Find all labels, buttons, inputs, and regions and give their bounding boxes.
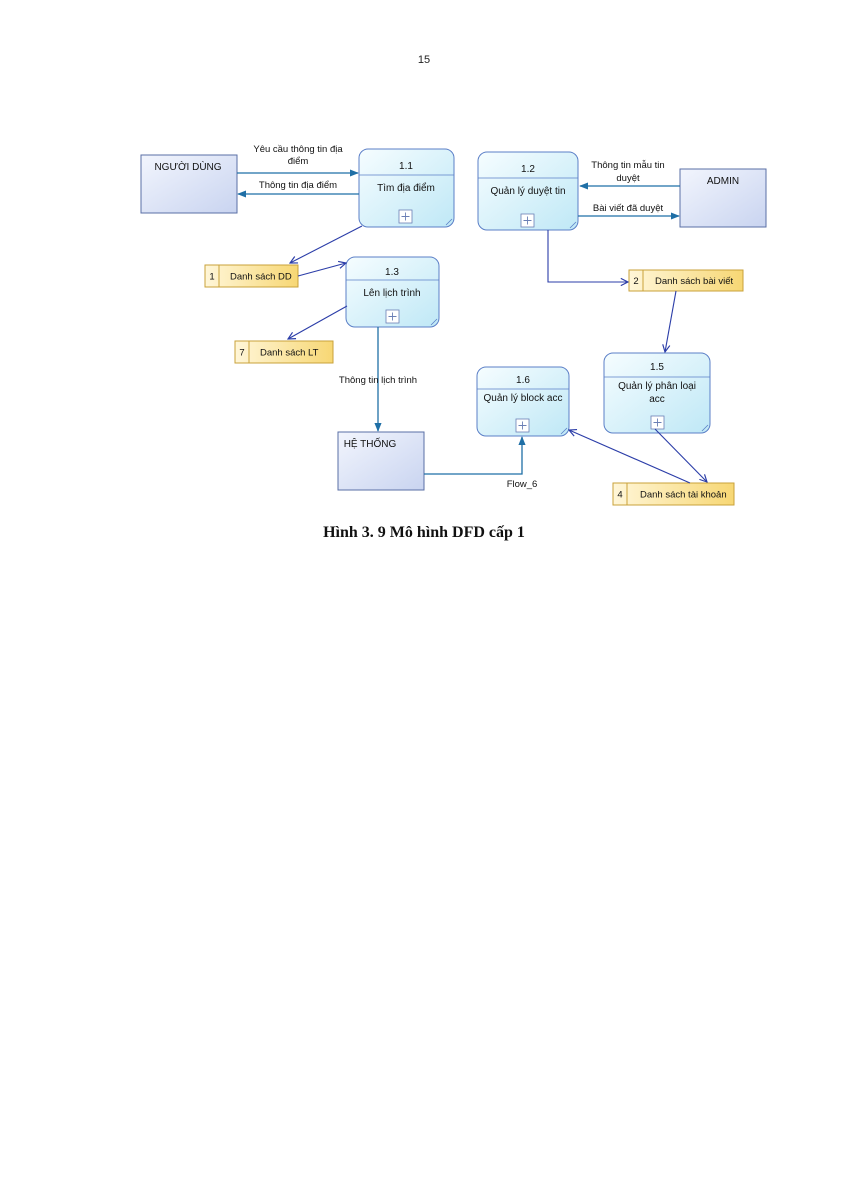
expand-icon[interactable] [520,213,535,228]
process-1-1: 1.1 Tìm địa điểm [358,148,455,228]
dfd-level-1-diagram: NGƯỜI DÙNG ADMIN HỆ THỐNG 1.1 Tìm địa đi… [140,144,767,506]
process-1-5-id: 1.5 [650,362,664,373]
flow-request-label-line1: Yêu cầu thông tin địa [253,144,343,155]
flow-request-location-info: Yêu cầu thông tin địa điểm [237,144,359,177]
flow-6: Flow_6 [424,436,538,490]
process-1-5-name-line1: Quản lý phân loại [618,381,696,392]
page-number: 15 [417,54,431,66]
process-1-2-name: Quản lý duyệt tin [490,186,565,197]
flow-template-label-line2: duyệt [616,173,640,184]
process-1-2-id: 1.2 [521,164,535,175]
process-1-5-name-line2: acc [649,394,665,405]
process-1-1-name: Tìm địa điểm [377,182,435,194]
process-1-2: 1.2 Quản lý duyệt tin [477,151,579,231]
entity-admin: ADMIN [679,168,767,228]
flow-schedule-info-label: Thông tin lịch trình [339,375,417,386]
entity-nguoi-dung: NGƯỜI DÙNG [140,154,238,214]
flow-request-label-line2: điểm [288,156,309,167]
flow-template-label-line1: Thông tin mẫu tin [591,160,664,171]
flow-approved-posts: Bài viết đã duyệt [578,203,680,220]
store-4-id: 4 [617,490,622,501]
process-1-6-name: Quản lý block acc [484,393,563,404]
store-7: 7 Danh sách LT [234,340,334,364]
expand-icon[interactable] [398,209,413,224]
flow-store4-to-p16 [569,430,691,484]
flow-p12-to-store2 [547,230,628,282]
entity-he-thong: HỆ THỐNG [337,431,425,491]
process-1-3-name: Lên lịch trình [363,288,420,299]
process-1-5: 1.5 Quản lý phân loại acc [603,352,711,434]
flow-location-info: Thông tin địa điểm [237,180,359,198]
flow-approved-posts-label: Bài viết đã duyệt [593,203,664,214]
store-1-id: 1 [209,272,214,283]
process-1-3-id: 1.3 [385,267,399,278]
expand-icon[interactable] [515,418,530,433]
store-7-name: Danh sách LT [260,348,319,359]
process-1-1-id: 1.1 [399,161,413,172]
expand-icon[interactable] [650,415,665,430]
flow-template-info: Thông tin mẫu tin duyệt [579,160,680,190]
store-1: 1 Danh sách DD [204,264,299,288]
flow-p15-to-store4 [654,428,707,482]
flow-schedule-info: Thông tin lịch trình [339,327,417,432]
store-2-name: Danh sách bài viết [655,276,734,287]
store-2: 2 Danh sách bài viết [628,269,744,292]
process-1-3: 1.3 Lên lịch trình [345,256,440,328]
store-4: 4 Danh sách tài khoản [612,482,735,506]
entity-nguoi-dung-label: NGƯỜI DÙNG [154,160,221,173]
store-1-name: Danh sách DD [230,272,292,283]
flow-location-info-label: Thông tin địa điểm [259,180,337,191]
figure-caption: Hình 3. 9 Mô hình DFD cấp 1 [323,524,525,541]
entity-admin-label: ADMIN [707,176,739,187]
process-1-6: 1.6 Quản lý block acc [476,366,570,437]
flow-store1-to-p13 [297,263,346,277]
flow-p13-to-store7 [288,305,348,339]
entity-he-thong-label: HỆ THỐNG [344,436,397,450]
flow-p11-to-store1 [290,225,363,263]
flow-store2-to-p15 [665,290,677,352]
store-2-id: 2 [633,276,638,287]
store-7-id: 7 [239,348,244,359]
flow-6-label: Flow_6 [507,479,538,490]
store-4-name: Danh sách tài khoản [640,490,727,501]
expand-icon[interactable] [385,309,400,324]
process-1-6-id: 1.6 [516,375,530,386]
